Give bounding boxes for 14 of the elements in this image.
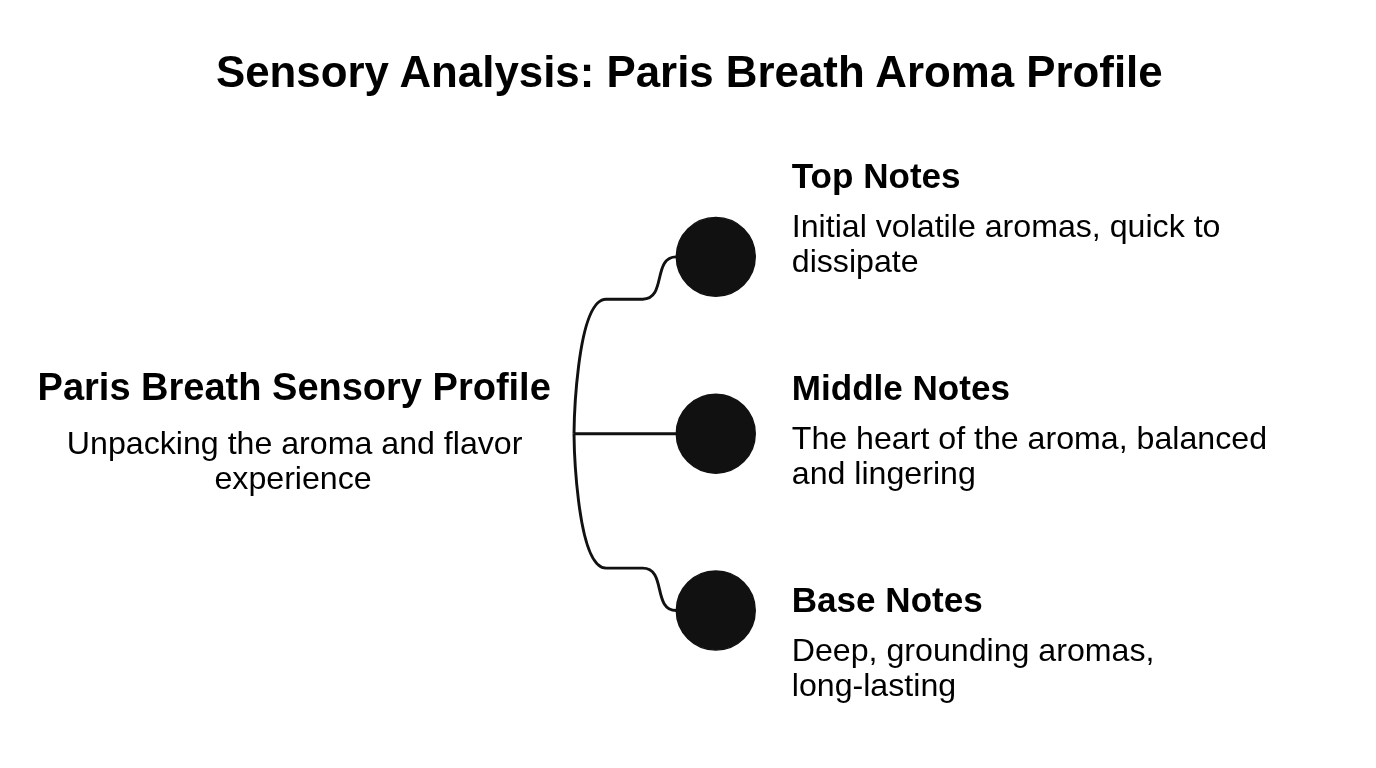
connector [572,255,677,434]
diagram-title: Sensory Analysis: Paris Breath Aroma Profile [215,47,1163,97]
node-label: Deep, grounding aromas, long-lasting [791,632,1155,704]
node-text: Paris Breath Sensory Profile Unpacking the aroma and flavor experience [37,365,551,496]
node-circle [675,570,756,651]
connector [574,432,677,436]
node-label: Middle Notes [791,368,1010,408]
node-label: Initial volatile aromas, quick to dissipate [791,208,1221,280]
node-label: The heart of the aroma, balanced and lingering [791,420,1268,492]
node-circle [675,393,756,474]
node-circle [675,216,756,298]
node-label: Base Notes [791,580,983,620]
connector [572,433,677,612]
node-label: Top Notes [791,156,961,196]
